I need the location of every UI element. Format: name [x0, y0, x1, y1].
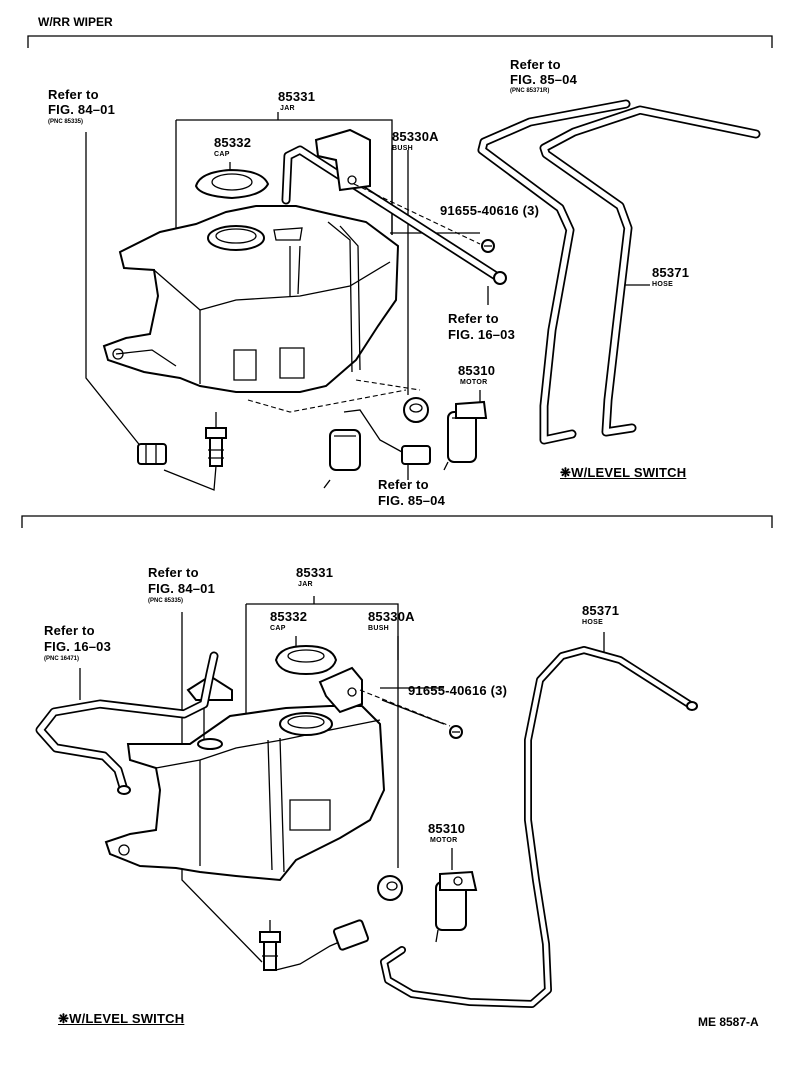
- top-jar-name: JAR: [280, 105, 295, 112]
- bottom-grommet: [377, 875, 403, 901]
- top-refer-8401-line1: Refer to: [48, 87, 99, 102]
- bottom-cap-name: CAP: [270, 625, 286, 632]
- top-filler-pipe: [247, 128, 507, 413]
- bottom-bush-name: BUSH: [368, 625, 390, 632]
- bottom-level-switch-note: ❋W/LEVEL SWITCH: [58, 1011, 185, 1026]
- top-bush-number: 85330A: [392, 129, 439, 144]
- bottom-hose: [380, 646, 698, 1008]
- top-refer-8504b-line2: FIG. 85–04: [378, 493, 446, 508]
- top-refer-8401-line2: FIG. 84–01: [48, 102, 116, 117]
- top-level-switch-note: ❋W/LEVEL SWITCH: [560, 465, 687, 480]
- bottom-motor: [435, 870, 478, 943]
- bottom-level-switch: [259, 919, 370, 971]
- bottom-jar-number: 85331: [296, 565, 334, 580]
- top-hose-number: 85371: [652, 265, 690, 280]
- top-motor-name: MOTOR: [460, 379, 488, 386]
- bottom-refer-1603-pnc: (PNC 16471): [44, 656, 80, 662]
- top-refer-8504-line1: Refer to: [510, 57, 561, 72]
- top-refer-8401-pnc: (PNC 85335): [48, 119, 84, 125]
- top-hose-name: HOSE: [652, 281, 674, 288]
- bottom-screw: [359, 689, 463, 739]
- bottom-cap: [274, 644, 338, 676]
- top-screw: [481, 239, 495, 253]
- top-level-switch: [137, 412, 227, 491]
- bottom-refer-1603-line1: Refer to: [44, 623, 95, 638]
- bottom-refer-1603-line2: FIG. 16–03: [44, 639, 112, 654]
- bottom-refer-8401-pnc: (PNC 85335): [148, 598, 184, 604]
- top-refer-1603-line1: Refer to: [448, 311, 499, 326]
- bottom-hose-name: HOSE: [582, 619, 604, 626]
- top-cap-name: CAP: [214, 151, 230, 158]
- bottom-cap-number: 85332: [270, 609, 308, 624]
- bottom-screw-number: 91655-40616 (3): [408, 683, 508, 698]
- top-motor-connector: [323, 409, 431, 489]
- bottom-jar: [104, 666, 386, 882]
- bottom-motor-name: MOTOR: [430, 837, 458, 844]
- top-refer-8504b-line1: Refer to: [378, 477, 429, 492]
- figure-code: ME 8587-A: [698, 1015, 759, 1029]
- top-screw-number: 91655-40616 (3): [440, 203, 540, 218]
- bottom-motor-number: 85310: [428, 821, 466, 836]
- bottom-section-frame: [21, 515, 773, 528]
- header-title: W/RR WIPER: [38, 15, 113, 29]
- bottom-jar-name: JAR: [298, 581, 313, 588]
- top-motor: [443, 400, 488, 471]
- top-section-frame: [27, 35, 773, 48]
- bottom-hose-number: 85371: [582, 603, 620, 618]
- bottom-left-hose: [35, 651, 219, 795]
- bottom-bush-number: 85330A: [368, 609, 415, 624]
- top-refer-8504-line2: FIG. 85–04: [510, 72, 578, 87]
- top-motor-number: 85310: [458, 363, 496, 378]
- bottom-refer-8401-line1: Refer to: [148, 565, 199, 580]
- top-refer-1603-line2: FIG. 16–03: [448, 327, 516, 342]
- top-refer-8504-pnc: (PNC 85371R): [510, 88, 550, 94]
- top-cap: [194, 168, 270, 200]
- top-bush-name: BUSH: [392, 145, 414, 152]
- top-grommet: [403, 397, 429, 423]
- bottom-leader-lines: [79, 596, 605, 963]
- top-jar: [102, 205, 400, 393]
- top-jar-number: 85331: [278, 89, 316, 104]
- bottom-refer-8401-line2: FIG. 84–01: [148, 581, 216, 596]
- top-hoses: [477, 99, 761, 445]
- top-cap-number: 85332: [214, 135, 252, 150]
